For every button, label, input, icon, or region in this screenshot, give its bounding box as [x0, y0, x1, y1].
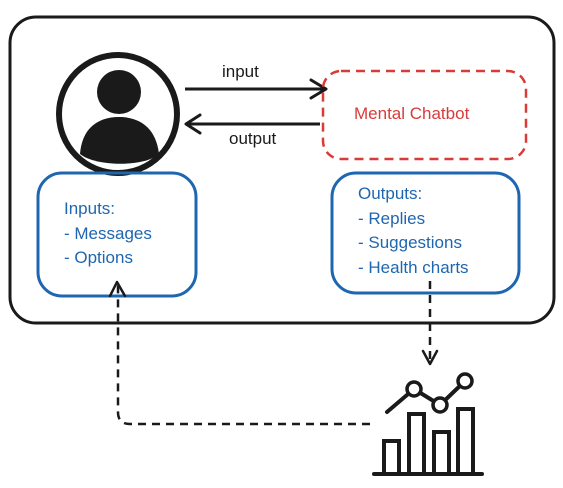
- outputs-item-suggestions: - Suggestions: [358, 233, 462, 252]
- outputs-to-chart-arrow: [421, 281, 439, 366]
- input-arrow: [185, 78, 328, 100]
- chart-to-inputs-arrow: [108, 280, 370, 426]
- outputs-title: Outputs:: [358, 184, 423, 203]
- output-arrow-label: output: [229, 129, 277, 148]
- output-arrow: [184, 113, 320, 135]
- outputs-list: Outputs: - Replies - Suggestions - Healt…: [358, 182, 469, 280]
- user-avatar-icon: [56, 52, 180, 176]
- chatbot-box: [321, 69, 528, 161]
- inputs-box: [36, 171, 198, 298]
- input-arrow-label: input: [222, 62, 259, 81]
- outputs-item-health-charts: - Health charts: [358, 257, 469, 277]
- inputs-title: Inputs:: [64, 199, 116, 218]
- system-container: [8, 15, 556, 325]
- chatbot-label: Mental Chatbot: [354, 104, 470, 123]
- outputs-item-replies: - Replies: [358, 208, 426, 228]
- outputs-box: [330, 171, 521, 295]
- inputs-item-options: - Options: [64, 248, 133, 267]
- inputs-item-messages: - Messages: [64, 223, 152, 243]
- chart-analytics-icon: [372, 372, 484, 476]
- inputs-list: Inputs: - Messages - Options: [64, 197, 152, 271]
